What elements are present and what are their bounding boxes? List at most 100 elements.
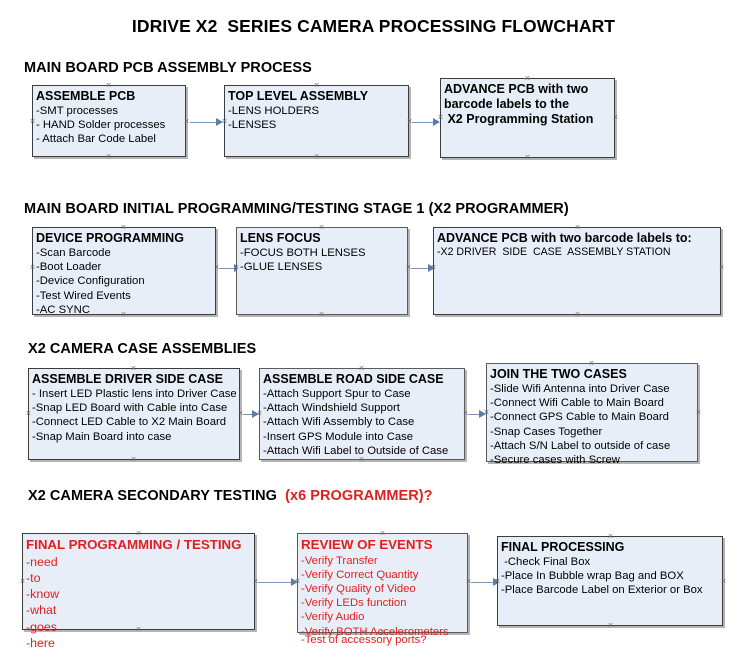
node-handle-left[interactable] [221,118,228,125]
node-handle-left[interactable] [29,264,36,271]
node-handle-left[interactable] [483,409,490,416]
node-handle-top[interactable] [120,224,127,231]
node-handle-left[interactable] [494,578,501,585]
connector-line [468,414,482,415]
node-line: -to [26,570,41,585]
connector-line [258,582,293,583]
node-handle-left[interactable] [19,578,26,585]
node-handle-bottom[interactable] [120,311,127,318]
node-line: X2 Programming Station [444,112,594,126]
node-device-programming[interactable]: DEVICE PROGRAMMING -Scan Barcode -Boot L… [32,227,216,316]
node-handle-bottom[interactable] [588,458,595,465]
section-heading-text: X2 CAMERA CASE ASSEMBLIES [28,341,257,357]
node-lens-focus[interactable]: LENS FOCUS -FOCUS BOTH LENSES -GLUE LENS… [236,227,408,315]
node-assemble-pcb[interactable]: ASSEMBLE PCB -SMT processes - HAND Solde… [32,85,186,157]
node-line: -Scan Barcode [36,247,111,259]
node-handle-right[interactable] [720,578,727,585]
node-title: ADVANCE PCB with two barcode labels to: [437,231,692,245]
node-handle-top[interactable] [358,365,365,372]
node-handle-right[interactable] [718,264,725,271]
section-heading-x2-camera-case-assemblies: X2 CAMERA CASE ASSEMBLIES [28,341,256,357]
node-line: -Snap Main Board into case [32,430,172,443]
node-handle-left[interactable] [437,114,444,121]
node-handle-top[interactable] [574,224,581,231]
connector-line [190,122,218,123]
node-line: -SMT processes [36,105,119,117]
node-title: JOIN THE TWO CASES [490,367,627,381]
node-handle-top[interactable] [588,360,595,367]
node-handle-bottom[interactable] [574,311,581,318]
node-handle-top[interactable] [313,82,320,89]
node-final-programming-testing[interactable]: FINAL PROGRAMMING / TESTING -need -to -k… [22,533,255,650]
node-line: -Secure cases with Screw [490,454,620,467]
node-assemble-road-side-case[interactable]: ASSEMBLE ROAD SIDE CASE -Attach Support … [259,368,465,460]
node-title: DEVICE PROGRAMMING [36,231,184,245]
node-title: REVIEW OF EVENTS [301,537,433,552]
node-handle-bottom[interactable] [524,154,531,161]
node-handle-left[interactable] [29,118,36,125]
section-heading-text: X2 CAMERA SECONDARY TESTING [28,488,282,504]
node-line: -AC SYNC [36,303,90,316]
node-title: ASSEMBLE DRIVER SIDE CASE [32,372,224,386]
node-line: -Attach Windshield Support [263,402,400,415]
connector-arrow-icon [433,117,440,126]
node-handle-left[interactable] [233,264,240,271]
node-handle-top[interactable] [135,530,142,537]
node-final-processing[interactable]: FINAL PROCESSING -Check Final Box -Place… [497,536,723,626]
node-join-the-two-cases[interactable]: JOIN THE TWO CASES -Slide Wifi Antenna i… [486,363,698,466]
node-advance-pcb-to-x2-programming-station[interactable]: ADVANCE PCB with two barcode labels to t… [440,78,615,158]
node-line: -Connect Wifi Cable to Main Board [490,397,664,410]
page-title: IDRIVE X2 SERIES CAMERA PROCESSING FLOWC… [131,16,616,36]
node-line: -Slide Wifi Antenna into Driver Case [490,383,670,395]
node-advance-pcb-to-driver-side-case-station[interactable]: ADVANCE PCB with two barcode labels to: … [433,227,721,315]
node-line: -Snap LED Board with Cable into Case [32,402,228,415]
node-handle-top[interactable] [318,224,325,231]
node-top-level-assembly[interactable]: TOP LEVEL ASSEMBLY -LENS HOLDERS -LENSES [224,85,409,157]
node-overflow-line: -Test of accessory ports? [301,633,427,646]
node-line: -X2 DRIVER SIDE CASE ASSEMBLY STATION [437,246,671,258]
node-handle-bottom[interactable] [105,153,112,160]
node-handle-bottom[interactable] [313,153,320,160]
node-review-of-events[interactable]: REVIEW OF EVENTS -Verify Transfer -Verif… [297,533,468,646]
section-heading-main-board-initial-programming: MAIN BOARD INITIAL PROGRAMMING/TESTING S… [24,201,569,217]
node-title: ADVANCE PCB with two [444,82,589,96]
node-line: - HAND Solder processes [36,119,166,132]
node-handle-bottom[interactable] [379,629,386,636]
section-heading-text: MAIN BOARD PCB ASSEMBLY PROCESS [24,60,312,76]
node-handle-top[interactable] [607,533,614,540]
node-title: FINAL PROCESSING [501,540,625,554]
node-handle-bottom[interactable] [318,311,325,318]
node-handle-bottom[interactable] [130,456,137,463]
node-handle-top[interactable] [524,75,531,82]
node-assemble-driver-side-case[interactable]: ASSEMBLE DRIVER SIDE CASE - Insert LED P… [28,368,240,460]
node-title: FINAL PROGRAMMING / TESTING [26,537,242,552]
node-line: -Place Barcode Label on Exterior or Box [501,584,703,597]
node-handle-bottom[interactable] [358,456,365,463]
node-title: ASSEMBLE PCB [36,89,136,103]
node-handle-right[interactable] [183,118,190,125]
node-line: -Check Final Box [501,556,591,568]
node-line: -Connect GPS Cable to Main Board [490,411,669,424]
node-handle-left[interactable] [430,264,437,271]
node-line: -Boot Loader [36,261,102,274]
node-handle-left[interactable] [256,410,263,417]
node-line: -FOCUS BOTH LENSES [240,247,366,259]
node-handle-right[interactable] [695,409,702,416]
node-line: -Device Configuration [36,275,145,288]
connector-line [471,582,495,583]
node-handle-top[interactable] [130,365,137,372]
node-title: LENS FOCUS [240,231,321,245]
node-handle-bottom[interactable] [607,622,614,629]
node-handle-top[interactable] [105,82,112,89]
node-line: -GLUE LENSES [240,261,323,274]
node-line: - Attach Bar Code Label [36,133,156,146]
node-handle-left[interactable] [25,410,32,417]
section-heading-main-board-pcb-assembly: MAIN BOARD PCB ASSEMBLY PROCESS [24,60,312,76]
node-line: -Verify Transfer [301,554,378,567]
node-handle-bottom[interactable] [135,626,142,633]
node-line: -Attach Support Spur to Case [263,388,411,400]
node-handle-left[interactable] [294,578,301,585]
node-handle-top[interactable] [379,530,386,537]
connector-line [411,268,430,269]
node-handle-right[interactable] [612,114,619,121]
